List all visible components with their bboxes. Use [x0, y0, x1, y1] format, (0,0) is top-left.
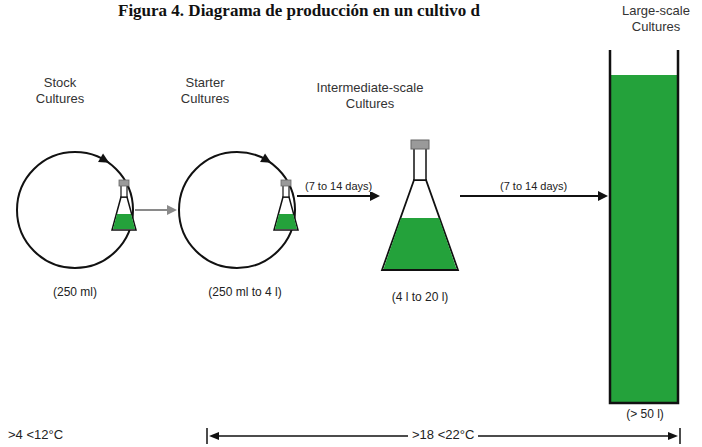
- stage-name: Intermediate-scale Cultures: [300, 80, 440, 111]
- culture-stage: Intermediate-scale Cultures(4 l to 20 l): [380, 140, 460, 272]
- flow-arrow: [460, 191, 608, 201]
- arrowhead: [167, 205, 177, 215]
- arrow-line: [460, 195, 600, 197]
- culture-stage: Large-scale Cultures(> 50 l): [608, 50, 680, 405]
- volume-label: (250 ml): [15, 285, 135, 299]
- loop-outline: [177, 150, 297, 270]
- arrowhead: [598, 191, 608, 201]
- volume-label: (> 50 l): [605, 407, 685, 421]
- arrow-line: [135, 209, 169, 211]
- flask-liquid: [275, 214, 297, 229]
- flask-liquid: [384, 218, 457, 269]
- figure-title: Figura 4. Diagrama de producción en un c…: [118, 1, 480, 21]
- stage-name: Stock Cultures: [25, 75, 95, 106]
- flask-stopper: [411, 140, 429, 149]
- culture-stage: Starter Cultures(250 ml to 4 l): [177, 150, 297, 270]
- flask-neck: [121, 185, 127, 197]
- arrowhead: [370, 191, 380, 201]
- duration-label: (7 to 14 days): [498, 180, 569, 192]
- flask-outline: [380, 140, 460, 272]
- arrow-line: [297, 195, 372, 197]
- bracket-tick: [206, 428, 208, 444]
- volume-label: (4 l to 20 l): [370, 290, 470, 304]
- flow-arrow: [297, 191, 380, 201]
- cycle-circle: [179, 152, 295, 268]
- stage-name: Large-scale Cultures: [618, 3, 694, 34]
- temperature-label: >4 <12°C: [4, 427, 67, 442]
- flask-body: [382, 180, 458, 270]
- cycle-arrowhead: [260, 153, 271, 162]
- column-walls: [610, 50, 678, 403]
- cycle-circle: [17, 152, 133, 268]
- column-outline: [608, 50, 680, 405]
- flask-stopper: [119, 180, 129, 186]
- loop-outline: [15, 150, 135, 270]
- bracket-tick: [679, 428, 681, 444]
- flask-neck: [283, 185, 289, 197]
- culture-liquid: [610, 75, 678, 403]
- flask-neck: [414, 148, 426, 180]
- stage-name: Starter Cultures: [170, 75, 240, 106]
- flask-liquid: [113, 214, 135, 229]
- cycle-arrowhead: [98, 153, 109, 162]
- bracket-head: [209, 432, 219, 440]
- volume-label: (250 ml to 4 l): [185, 285, 305, 299]
- flask-body: [274, 197, 298, 230]
- culture-stage: Stock Cultures(250 ml): [15, 150, 135, 270]
- duration-label: (7 to 14 days): [303, 180, 374, 192]
- flask-body: [112, 197, 136, 230]
- bracket-head: [668, 432, 678, 440]
- temperature-label: >18 <22°C: [408, 427, 478, 442]
- flask-stopper: [281, 180, 291, 186]
- flow-arrow: [135, 205, 177, 215]
